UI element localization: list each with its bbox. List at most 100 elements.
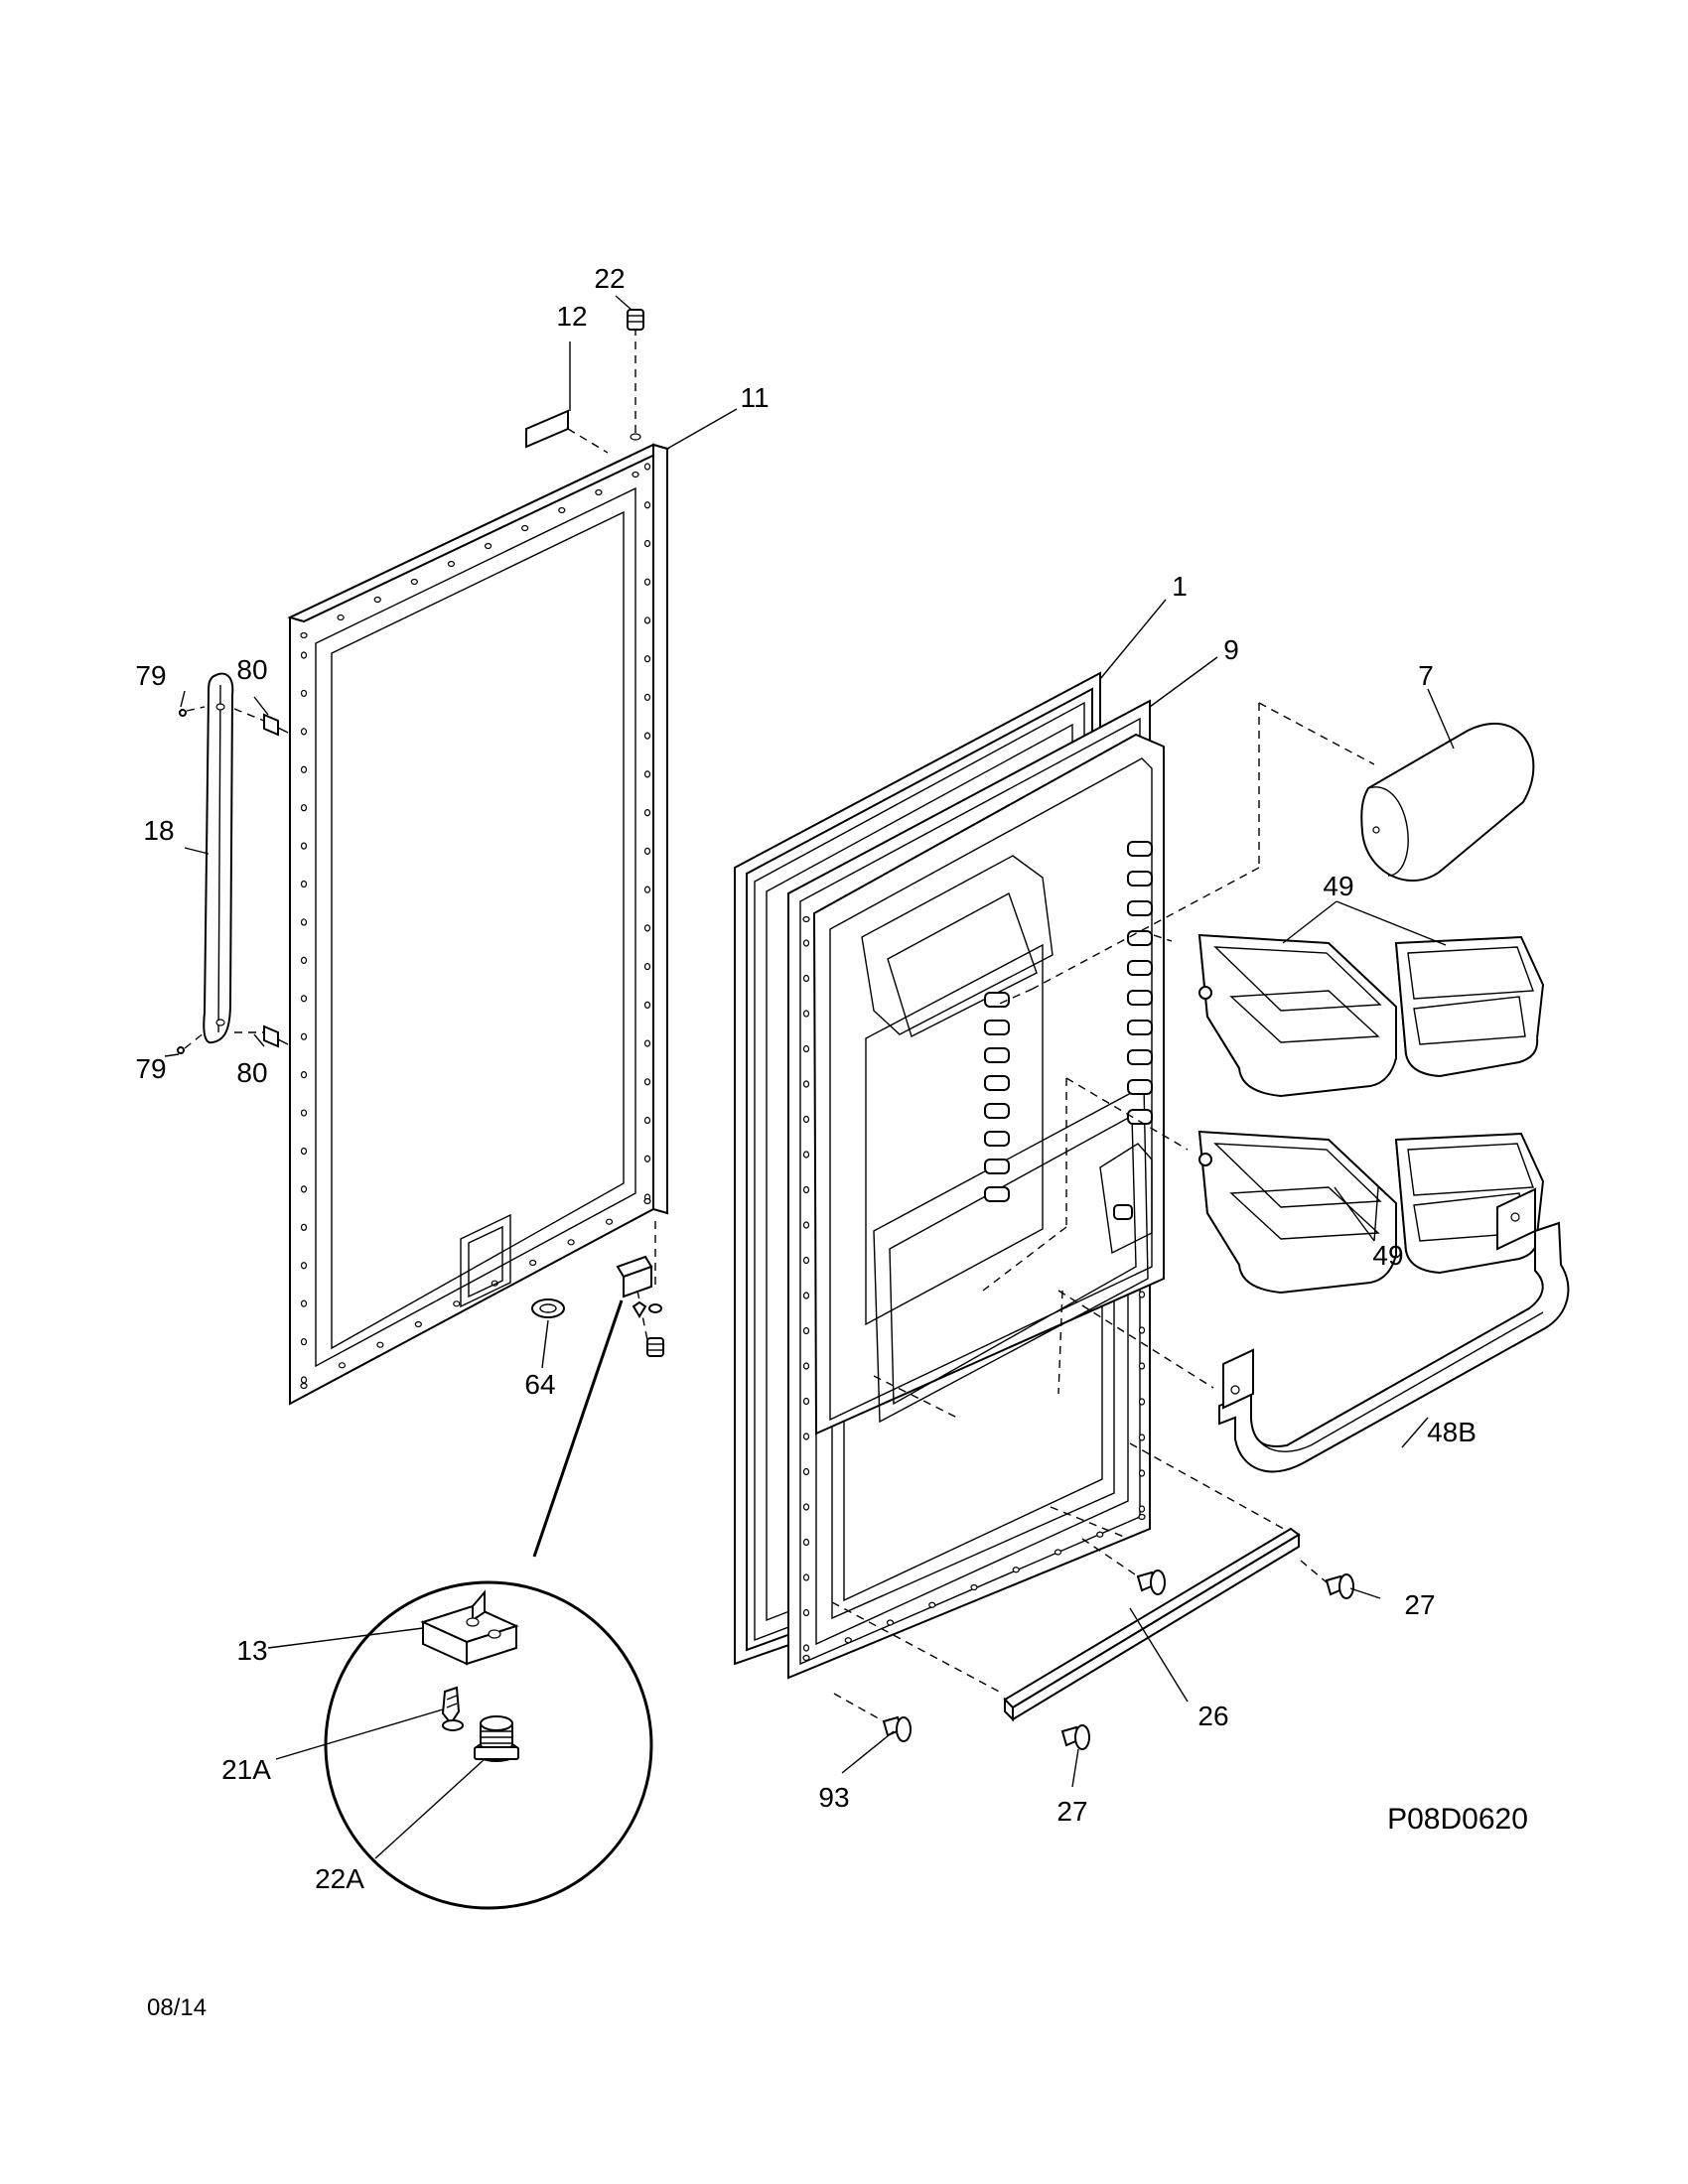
mounting-hole <box>643 501 651 509</box>
callout-labels: 22 12 11 79 80 18 79 80 64 1 9 7 49 49 4… <box>135 263 1527 2021</box>
leader-lines <box>164 295 1455 1859</box>
mounting-hole <box>1096 1531 1104 1538</box>
detail-circle <box>324 1580 653 1910</box>
mounting-hole <box>484 542 492 550</box>
mounting-hole <box>300 1337 308 1346</box>
screw-liner-center <box>1081 1538 1166 1595</box>
mounting-hole <box>300 995 308 1003</box>
mounting-hole <box>643 578 651 586</box>
shelf-stud <box>1127 871 1153 887</box>
mounting-hole <box>643 886 651 893</box>
mounting-hole <box>802 1397 810 1406</box>
mounting-hole <box>802 1573 810 1581</box>
callout-12: 12 <box>556 301 587 332</box>
mounting-hole <box>802 1654 810 1662</box>
drawing-code: P08D0620 <box>1387 1803 1528 1836</box>
screw-22-top <box>627 309 644 331</box>
callout-80-top: 80 <box>236 654 267 685</box>
callout-79-bottom: 79 <box>135 1053 166 1084</box>
mounting-hole <box>643 539 651 548</box>
door-bin-top-right <box>1394 935 1545 1078</box>
mounting-hole <box>605 1218 614 1225</box>
mounting-hole <box>300 918 308 926</box>
mounting-hole <box>802 915 810 923</box>
door-bin-bottom-left <box>1197 1130 1397 1295</box>
callout-27-bottom: 27 <box>1056 1796 1087 1827</box>
shelf-stud <box>984 1131 1010 1147</box>
shelf-stud <box>984 992 1010 1008</box>
mounting-hole <box>643 463 651 471</box>
mounting-hole <box>300 1109 308 1117</box>
shelf-stud <box>984 1047 1010 1063</box>
mounting-hole <box>802 1115 810 1124</box>
shelf-stud <box>1127 1020 1153 1035</box>
mounting-hole <box>643 809 651 817</box>
mounting-hole <box>802 1362 810 1370</box>
mounting-hole <box>802 1080 810 1088</box>
mounting-hole <box>1012 1567 1020 1573</box>
shelf-stud <box>1127 1079 1153 1095</box>
mounting-hole <box>300 651 308 659</box>
mounting-hole <box>521 524 529 532</box>
mounting-hole <box>643 770 651 778</box>
screw-27-bottom <box>1060 1724 1090 1750</box>
mounting-hole <box>1138 1505 1146 1513</box>
mounting-hole <box>802 1044 810 1053</box>
mounting-hole <box>1138 1326 1146 1334</box>
mounting-hole <box>802 1608 810 1617</box>
callout-27-right: 27 <box>1404 1589 1435 1620</box>
mounting-hole <box>802 1467 810 1476</box>
mounting-hole <box>802 1185 810 1194</box>
mounting-hole <box>643 1078 651 1086</box>
mounting-hole <box>802 1538 810 1547</box>
mounting-hole <box>632 471 639 478</box>
stud-80-bottom <box>263 1024 289 1048</box>
mounting-hole <box>802 1644 810 1652</box>
shelf-stud <box>984 1186 1010 1202</box>
mounting-hole <box>567 1239 575 1246</box>
screw-27-right <box>1300 1560 1354 1599</box>
shelf-stud <box>1127 990 1153 1006</box>
mounting-hole <box>300 765 308 773</box>
mounting-hole <box>643 1039 651 1047</box>
mounting-hole <box>802 1433 810 1440</box>
mounting-hole <box>844 1637 852 1644</box>
mounting-hole <box>300 842 308 850</box>
mounting-hole <box>643 1197 651 1205</box>
mounting-hole <box>373 596 381 604</box>
shelf-stud <box>984 1075 1010 1091</box>
mounting-hole <box>300 728 308 736</box>
trim-strip <box>1003 1527 1301 1722</box>
mounting-hole <box>1138 1469 1146 1477</box>
mounting-hole <box>802 1292 810 1299</box>
callout-48b: 48B <box>1427 1417 1477 1447</box>
mounting-hole <box>802 1010 810 1018</box>
shelf-stud <box>1127 1109 1153 1125</box>
mounting-hole <box>300 1032 308 1040</box>
mounting-hole <box>802 939 810 947</box>
callout-11: 11 <box>740 382 769 413</box>
door-handle <box>177 672 289 1054</box>
inner-door-liner <box>787 699 1165 1680</box>
mounting-hole <box>300 1262 308 1270</box>
mounting-hole <box>643 962 651 971</box>
mounting-hole <box>802 974 810 983</box>
mounting-hole <box>300 689 308 698</box>
date-code: 08/14 <box>147 1994 207 2021</box>
callout-22-top: 22 <box>594 263 625 294</box>
callout-93: 93 <box>818 1782 849 1813</box>
callout-7: 7 <box>1418 660 1434 691</box>
mounting-hole <box>300 1223 308 1231</box>
callout-13: 13 <box>236 1635 267 1666</box>
callout-49-top: 49 <box>1323 871 1353 901</box>
hinge-bracket-assembly <box>532 1221 664 1558</box>
shelf-stud <box>1127 841 1153 857</box>
callout-80-bottom: 80 <box>236 1057 267 1088</box>
shelf-stud <box>1127 900 1153 916</box>
mounting-hole <box>643 732 651 740</box>
mounting-hole <box>643 1155 651 1162</box>
mounting-hole <box>1138 1291 1146 1298</box>
mounting-hole <box>300 1299 308 1307</box>
construction-lines <box>831 702 1375 1695</box>
